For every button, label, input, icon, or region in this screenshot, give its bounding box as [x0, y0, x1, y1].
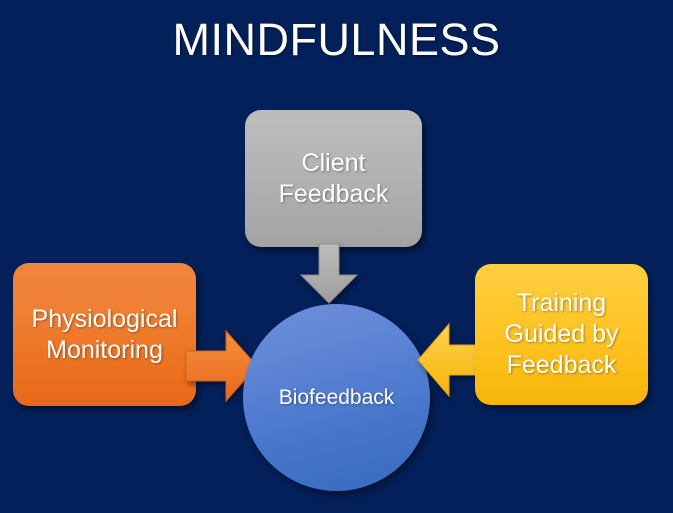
node-biofeedback[interactable]: Biofeedback — [243, 304, 430, 491]
node-client-feedback-line1: Client — [301, 148, 366, 177]
node-biofeedback-label: Biofeedback — [278, 385, 395, 409]
page-title: MINDFULNESS — [172, 14, 501, 65]
node-training-guided-by-feedback-line1: Training — [516, 289, 607, 317]
node-training-guided-by-feedback-line3: Feedback — [506, 351, 617, 379]
node-training-guided-by-feedback-line2: Guided by — [504, 320, 619, 348]
arrow-down-icon — [300, 244, 358, 304]
arrow-right-icon — [186, 329, 258, 403]
node-physiological-monitoring-line1: Physiological — [31, 304, 178, 333]
node-client-feedback-line2: Feedback — [278, 179, 389, 208]
node-physiological-monitoring-line2: Monitoring — [46, 335, 163, 364]
